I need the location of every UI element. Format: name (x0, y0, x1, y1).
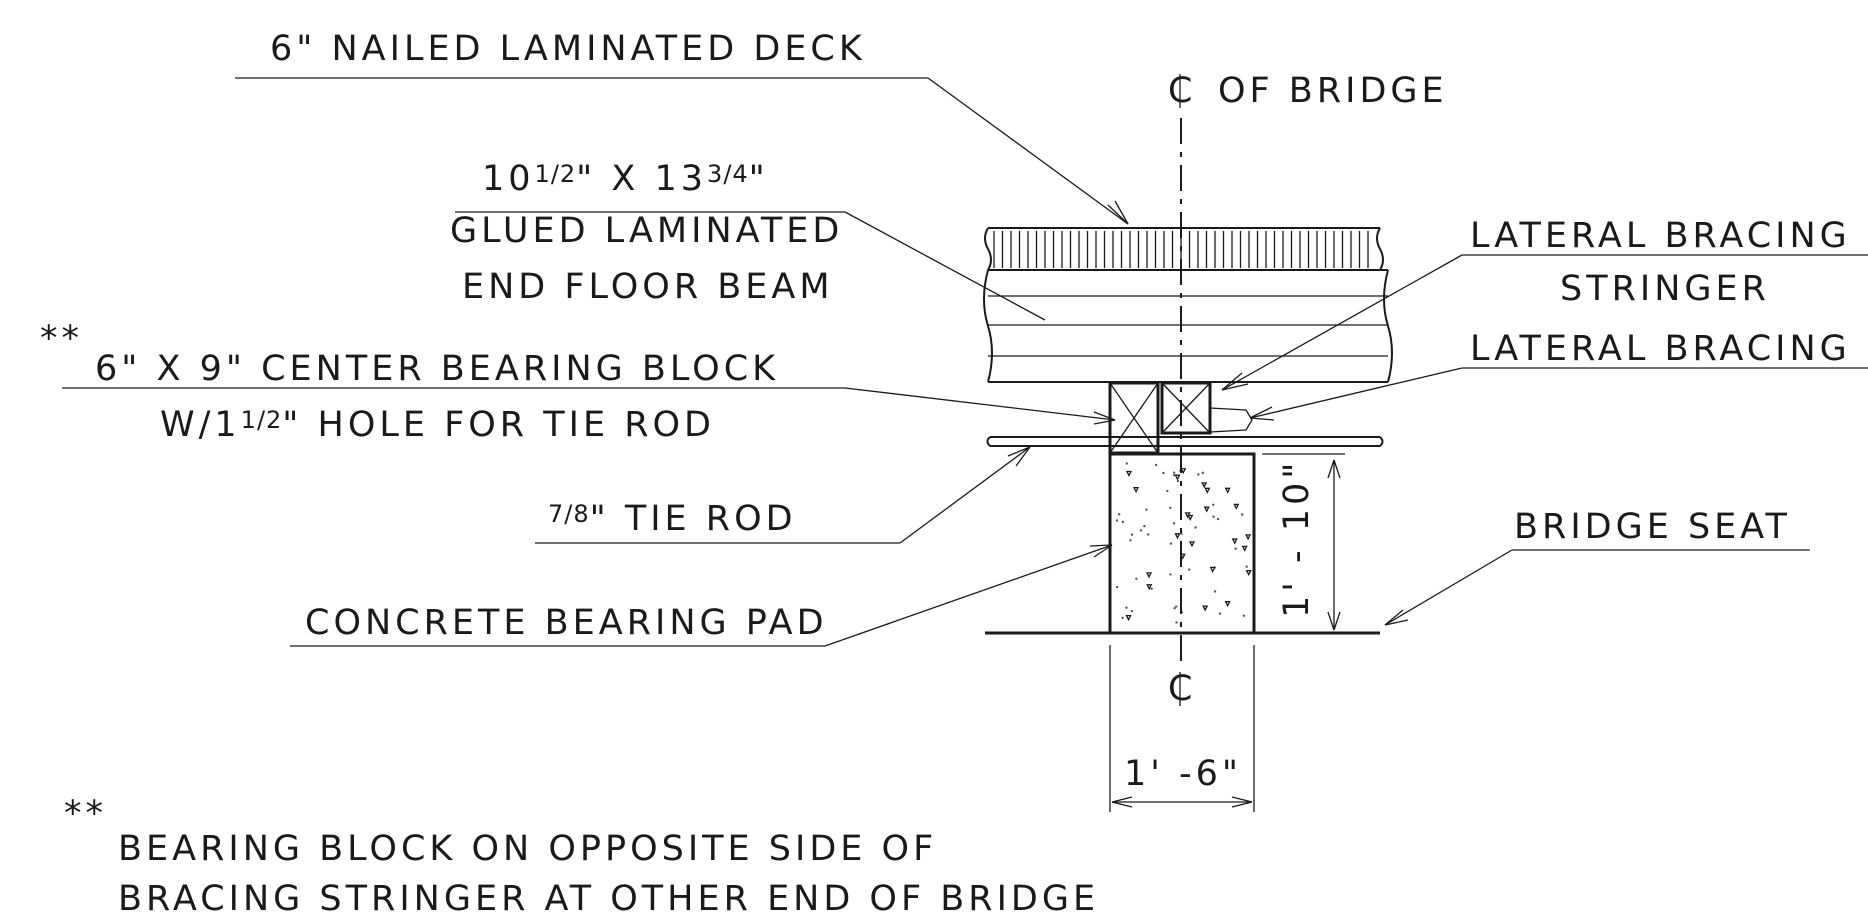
block-line-2: W/11/2" HOLE FOR TIE ROD (160, 405, 715, 445)
nailed-laminated-deck (984, 227, 1384, 271)
width-dimension: 1' -6" (1109, 645, 1255, 812)
note-line-1: BEARING BLOCK ON OPPOSITE SIDE OF (118, 829, 937, 869)
center-bearing-block (1108, 381, 1160, 455)
end-floor-beam (983, 269, 1393, 383)
lateral-bracing-label: LATERAL BRACING (1470, 329, 1851, 369)
beam-line-2: GLUED LAMINATED (450, 211, 843, 251)
centerline-symbol-bottom: C (1168, 669, 1192, 709)
block-stars: ** (40, 319, 83, 359)
height-dimension: 1' - 10" (1262, 453, 1345, 631)
leader-lines (62, 77, 1868, 647)
lateral-bracing (1209, 407, 1253, 433)
svg-text:7/8" TIE ROD: 7/8" TIE ROD (548, 499, 797, 539)
tie-rod-label: 7/8" TIE ROD (548, 499, 797, 539)
svg-text:101/2" X 133/4": 101/2" X 133/4" (482, 159, 769, 199)
bridge-seat-label: BRIDGE SEAT (1514, 507, 1791, 547)
centerline-symbol-top: C (1168, 71, 1192, 111)
deck-label: 6" NAILED LAMINATED DECK (270, 29, 866, 69)
lateral-bracing-stringer-label-2: STRINGER (1560, 269, 1770, 309)
beam-line-3: END FLOOR BEAM (462, 267, 834, 307)
lateral-bracing-stringer-label-1: LATERAL BRACING (1470, 216, 1851, 256)
tie-rod (986, 436, 1384, 447)
lateral-bracing-stringer (1160, 381, 1212, 435)
note-stars: ** (64, 794, 107, 834)
concrete-pad-label: CONCRETE BEARING PAD (305, 603, 828, 643)
note-line-2: BRACING STRINGER AT OTHER END OF BRIDGE (118, 879, 1099, 912)
dim-width-label: 1' -6" (1124, 754, 1242, 794)
svg-text:W/11/2" HOLE FOR TIE ROD: W/11/2" HOLE FOR TIE ROD (160, 405, 715, 445)
concrete-stipple (1115, 462, 1252, 624)
dim-height-label: 1' - 10" (1277, 459, 1317, 618)
centerline-bridge-label: OF BRIDGE (1218, 71, 1448, 111)
beam-size-label: 101/2" X 133/4" (482, 159, 769, 199)
block-line-1: 6" X 9" CENTER BEARING BLOCK (95, 349, 779, 389)
